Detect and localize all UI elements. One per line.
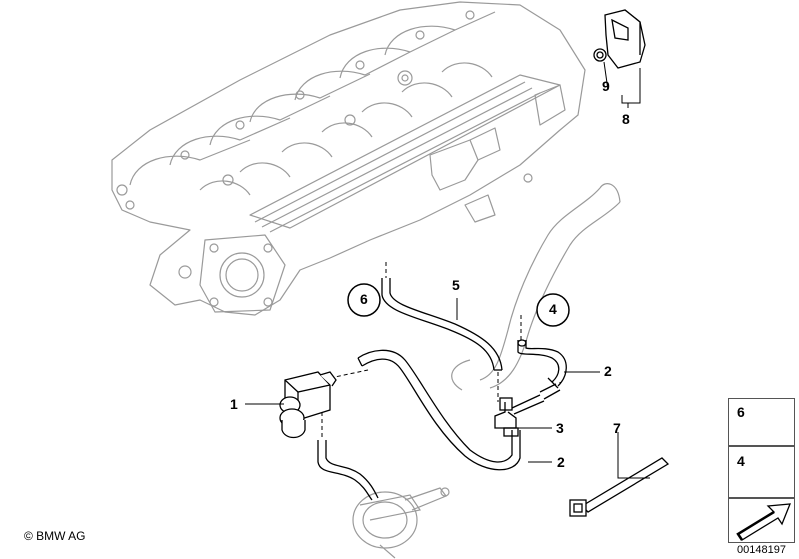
hose-2-lower (357, 349, 521, 471)
callout-circle-4 (536, 293, 570, 327)
callout-2-lower: 2 (557, 454, 565, 470)
callout-2-upper: 2 (604, 363, 612, 379)
hose-2-upper (517, 339, 567, 389)
t-connector (494, 383, 561, 437)
cable-tie (569, 457, 670, 517)
leader-lines (245, 61, 650, 479)
vacuum-valve (279, 371, 337, 439)
callout-3: 3 (556, 420, 564, 436)
arrow-icon (736, 503, 791, 541)
vacuum-unit (352, 487, 450, 559)
hose-5 (381, 278, 503, 371)
diagram-id: 00148197 (737, 544, 786, 556)
bracket (593, 9, 646, 69)
callout-5: 5 (452, 277, 460, 293)
callout-1: 1 (230, 396, 238, 412)
callout-6: 6 (360, 291, 368, 307)
legend-box-arrow (728, 498, 795, 543)
callout-circle-6 (347, 283, 381, 317)
legend-number-6: 6 (737, 404, 745, 420)
legend-number-4: 4 (737, 453, 745, 469)
callout-9: 9 (602, 78, 610, 94)
callout-4: 4 (549, 301, 557, 317)
legend-box-6: 6 (728, 398, 795, 446)
callout-7: 7 (613, 420, 621, 436)
legend-box-4: 4 (728, 446, 795, 498)
hose-small (317, 440, 379, 501)
breather-pipe (451, 183, 621, 391)
copyright: © BMW AG (24, 529, 86, 543)
intake-manifold (111, 1, 586, 316)
callout-8: 8 (622, 111, 630, 127)
